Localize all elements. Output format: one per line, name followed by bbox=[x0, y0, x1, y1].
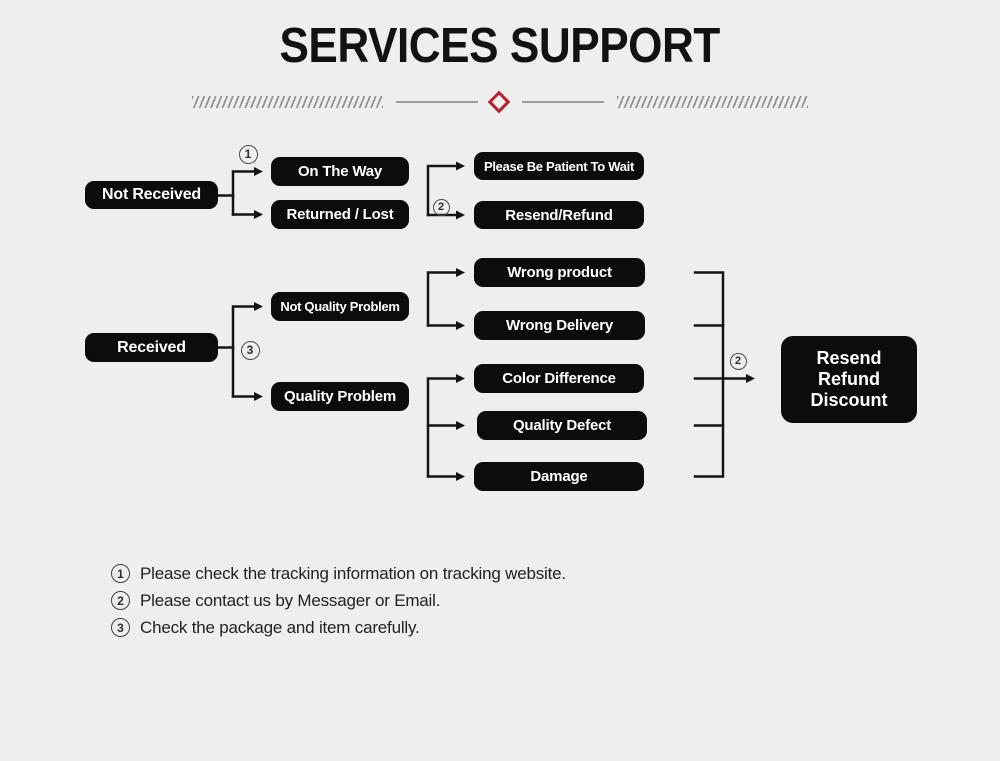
node-please-be-patient: Please Be Patient To Wait bbox=[474, 152, 644, 180]
note-text-2: Please contact us by Messager or Email. bbox=[140, 590, 441, 610]
step-marker-3: 3 bbox=[240, 340, 260, 360]
page-title: SERVICES SUPPORT bbox=[279, 19, 721, 73]
node-damage: Damage bbox=[474, 462, 644, 491]
node-not-quality-problem: Not Quality Problem bbox=[271, 292, 409, 321]
step-marker-1: 1 bbox=[238, 144, 258, 164]
note-number-3-icon: 3 bbox=[111, 618, 130, 637]
hatch-right bbox=[617, 96, 808, 108]
note-item-2: 2 Please contact us by Messager or Email… bbox=[111, 587, 566, 614]
node-received: Received bbox=[85, 333, 218, 362]
page-title-wrap: SERVICES SUPPORT bbox=[0, 20, 1000, 72]
result-line-resend: Resend bbox=[816, 348, 882, 368]
node-quality-defect: Quality Defect bbox=[477, 411, 647, 440]
node-wrong-product: Wrong product bbox=[474, 258, 645, 287]
divider-line-right bbox=[522, 101, 604, 103]
divider-line-left bbox=[396, 101, 478, 103]
node-resend-refund: Resend/Refund bbox=[474, 201, 644, 229]
note-text-1: Please check the tracking information on… bbox=[140, 563, 566, 583]
node-returned-lost: Returned / Lost bbox=[271, 200, 409, 229]
node-quality-problem: Quality Problem bbox=[271, 382, 409, 411]
note-item-1: 1 Please check the tracking information … bbox=[111, 560, 566, 587]
node-result-resend-refund-discount: Resend Refund Discount bbox=[781, 336, 917, 423]
step-marker-2-right: 2 bbox=[729, 352, 747, 370]
note-text-3: Check the package and item carefully. bbox=[140, 617, 420, 637]
node-wrong-delivery: Wrong Delivery bbox=[474, 311, 645, 340]
result-line-discount: Discount bbox=[810, 390, 888, 410]
result-line-refund: Refund bbox=[818, 369, 880, 389]
hatch-left bbox=[192, 96, 383, 108]
note-number-2-icon: 2 bbox=[111, 591, 130, 610]
step-marker-2-top: 2 bbox=[432, 198, 450, 216]
notes-list: 1 Please check the tracking information … bbox=[111, 560, 566, 641]
node-not-received: Not Received bbox=[85, 181, 218, 209]
node-color-difference: Color Difference bbox=[474, 364, 644, 393]
note-number-1-icon: 1 bbox=[111, 564, 130, 583]
note-item-3: 3 Check the package and item carefully. bbox=[111, 614, 566, 641]
node-on-the-way: On The Way bbox=[271, 157, 409, 186]
